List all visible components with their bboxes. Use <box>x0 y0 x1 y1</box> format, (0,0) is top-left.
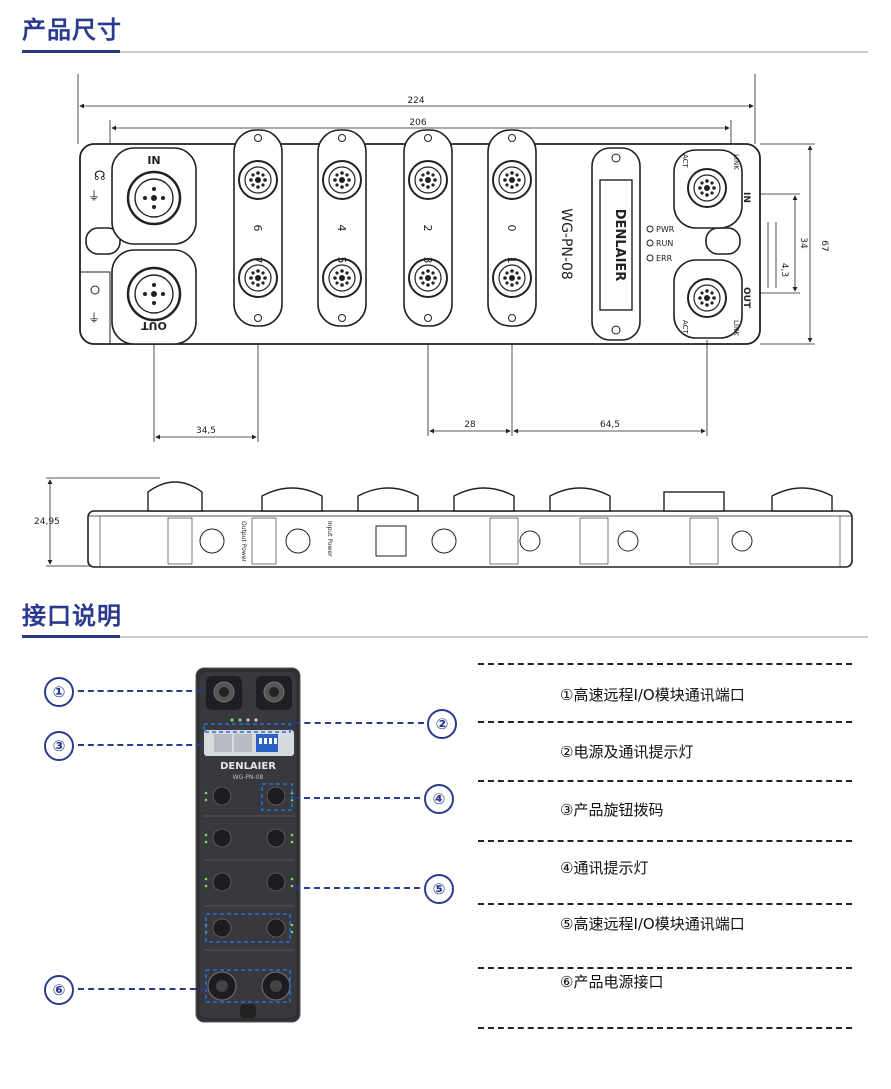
callout-1: ① <box>44 677 74 707</box>
led-label: RUN <box>656 239 673 248</box>
link-label: LINK <box>732 154 740 170</box>
power-in-label: IN <box>147 154 160 167</box>
legend-separator <box>478 840 852 842</box>
callout-3: ③ <box>44 731 74 761</box>
mount-slot-right <box>705 227 741 255</box>
section-title-dimensions: 产品尺寸 <box>22 16 122 44</box>
section-title-interface: 接口说明 <box>22 602 122 630</box>
led-label: ERR <box>656 254 673 263</box>
callout-leader <box>78 690 202 692</box>
section-divider <box>22 50 868 53</box>
dim-port-pitch-a: 34,5 <box>196 426 216 436</box>
power-out-label: OUT <box>141 319 167 332</box>
callout-leader <box>78 988 206 990</box>
port-number: 4 <box>335 225 348 232</box>
legend-item: ①高速远程I/O模块通讯端口 <box>560 686 745 704</box>
legend-separator <box>478 1027 852 1029</box>
dim-height-total: 67 <box>819 240 829 251</box>
legend-item: ⑥产品电源接口 <box>560 973 664 991</box>
callout-leader <box>294 722 424 724</box>
callout-2: ② <box>427 709 457 739</box>
port-number: 3 <box>421 257 434 264</box>
port-number: 1 <box>505 257 518 264</box>
ground-icon-2: ⏚ <box>88 311 100 325</box>
dim-port-pitch-b: 28 <box>464 420 476 430</box>
legend-separator <box>478 721 852 723</box>
legend-separator <box>478 903 852 905</box>
callout-leader <box>294 887 420 889</box>
link-label: LINK <box>732 320 740 336</box>
power-in-connector[interactable] <box>126 170 182 226</box>
comm-port-in[interactable] <box>687 168 727 208</box>
callout-leader <box>294 797 420 799</box>
photo-brand-label: DENLAIER <box>220 761 276 772</box>
port-number: 5 <box>335 257 348 264</box>
dimension-drawing: 224 206 67 34 4,3 ☊ ⏚ ⏚ IN OUT 6 7 4 <box>34 74 853 568</box>
output-power-label: Output Power <box>240 521 247 562</box>
legend-separator <box>478 663 852 665</box>
legend-separator <box>478 967 852 969</box>
legend-item: ②电源及通讯提示灯 <box>560 743 694 761</box>
dim-mount-length: 206 <box>409 118 426 128</box>
led-err <box>646 254 654 262</box>
legend-item: ③产品旋钮拨码 <box>560 801 664 819</box>
ground-icon: ⏚ <box>88 189 100 203</box>
led-label: PWR <box>656 225 675 234</box>
section-divider <box>22 635 868 638</box>
input-power-label: Input Power <box>326 521 333 557</box>
comm-in-label: IN <box>741 192 751 203</box>
port-number: 7 <box>251 257 264 264</box>
led-pwr <box>646 225 654 233</box>
callout-5: ⑤ <box>424 874 454 904</box>
legend-separator <box>478 780 852 782</box>
port-number: 0 <box>505 225 518 232</box>
comm-port-out[interactable] <box>687 278 727 318</box>
mount-hole <box>90 285 100 295</box>
dim-port-pitch-c: 64,5 <box>600 420 620 430</box>
port-number: 2 <box>421 225 434 232</box>
led-run <box>646 239 654 247</box>
model-label: WG-PN-08 <box>558 208 574 280</box>
power-out-connector[interactable] <box>126 266 182 322</box>
comm-out-label: OUT <box>741 287 751 309</box>
mount-slot-left <box>85 227 121 255</box>
brand-label: DENLAIER <box>612 209 627 282</box>
dim-hole-offset: 4,3 <box>779 263 789 277</box>
callout-leader <box>78 744 202 746</box>
dim-overall-length: 224 <box>407 96 424 106</box>
ce-mark-icon: ☊ <box>94 169 106 184</box>
callout-4: ④ <box>424 784 454 814</box>
dim-height-inner: 34 <box>798 237 808 249</box>
act-label: ACT <box>681 320 689 335</box>
legend-item: ④通讯提示灯 <box>560 859 649 877</box>
callout-6: ⑥ <box>44 975 74 1005</box>
photo-model-label: WG-PN-08 <box>233 774 264 781</box>
port-number: 6 <box>251 225 264 232</box>
dim-side-height: 24,95 <box>34 517 60 527</box>
act-label: ACT <box>681 154 689 169</box>
legend-item: ⑤高速远程I/O模块通讯端口 <box>560 915 745 933</box>
